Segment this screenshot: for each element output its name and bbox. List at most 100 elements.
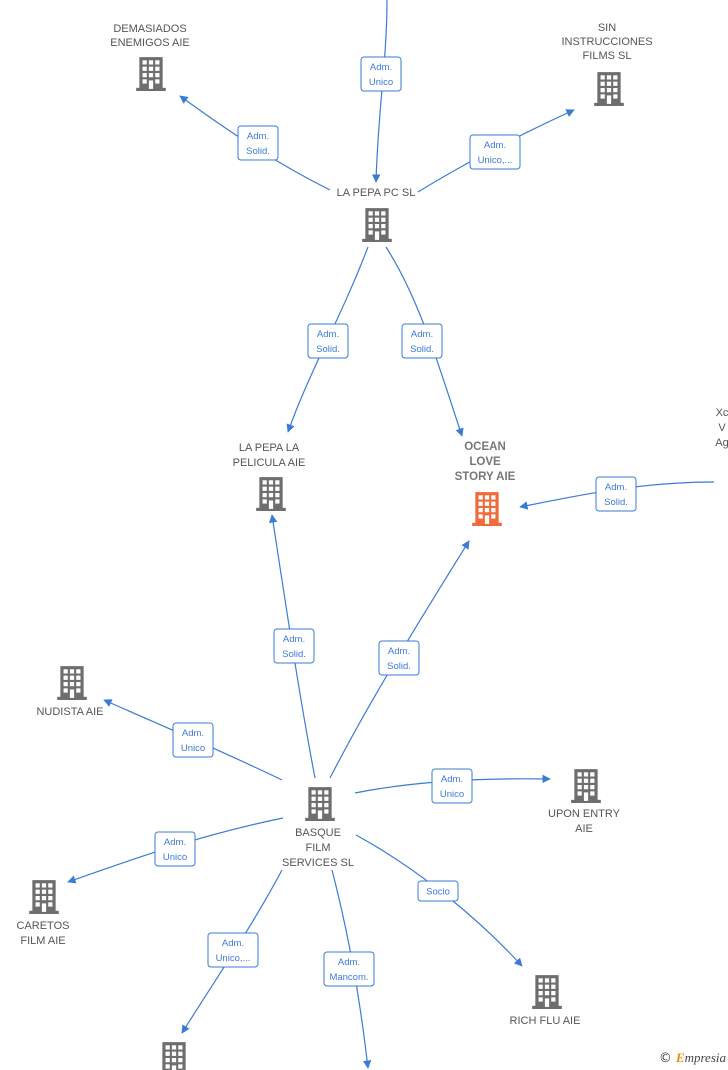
node-label: ENEMIGOS AIE — [110, 37, 189, 49]
building-icon — [159, 1042, 189, 1070]
node-label: FILMS SL — [583, 50, 632, 62]
node-label: LA PEPA LA — [239, 442, 300, 454]
building-icon — [136, 57, 166, 91]
edge-label-text: Unico — [440, 789, 464, 800]
node-ocean[interactable]: OCEAN LOVE STORY AIE — [455, 441, 516, 526]
node-label: FILM AIE — [20, 935, 65, 947]
edge-lapepapc-to-ocean: Adm. Solid. — [385, 246, 464, 437]
node-label: LA PEPA PC SL — [337, 187, 416, 199]
edge-label-text: Solid. — [282, 649, 306, 660]
edge-label-box[interactable] — [401, 323, 443, 359]
edge-label-text: Adm. — [370, 62, 392, 73]
building-icon — [571, 769, 601, 803]
brand-initial: E — [675, 1050, 685, 1065]
node-label: PELICULA AIE — [233, 457, 306, 469]
node-label: OCEAN — [464, 441, 506, 453]
edge-label-box[interactable] — [360, 56, 402, 92]
edge-label-text: Adm. — [411, 329, 433, 340]
edge-label-text: Solid. — [604, 497, 628, 508]
node-label: NUDISTA AIE — [36, 706, 103, 718]
edge-label-text: Solid. — [246, 146, 270, 157]
node-basque[interactable]: BASQUE FILM SERVICES SL — [282, 787, 354, 869]
edge-lapepapc-to-lapepapelicula: Adm. Solid. — [286, 246, 369, 433]
edge-label-text: Adm. — [317, 329, 339, 340]
edge-label-box[interactable] — [154, 831, 196, 867]
edge-label-text: Unico,... — [216, 953, 251, 964]
building-icon — [305, 787, 335, 821]
edge-label-box[interactable] — [431, 768, 473, 804]
edge-basque-to-bottom2: Adm. Mancom. — [323, 869, 375, 1069]
node-lapepapc[interactable]: LA PEPA PC SL — [337, 187, 416, 242]
edge-basque-to-richflu: Socio — [355, 834, 523, 967]
node-bottom[interactable] — [159, 1042, 189, 1070]
brand-watermark: ©Empresia — [659, 1050, 726, 1066]
edge-label-text: Mancom. — [329, 972, 368, 983]
edge-label-box[interactable] — [595, 476, 637, 512]
edge-label-text: Adm. — [484, 140, 506, 151]
node-label: Xc — [716, 407, 728, 419]
edge-label-text: Adm. — [164, 837, 186, 848]
edge-label-text: Solid. — [410, 344, 434, 355]
node-label: LOVE — [469, 456, 501, 468]
edge-label-box[interactable] — [172, 722, 214, 758]
edge-label-text: Unico — [163, 852, 187, 863]
node-upon[interactable]: UPON ENTRY AIE — [548, 769, 621, 835]
edge-basque-to-nudista: Adm. Unico — [103, 699, 283, 781]
node-label: AIE — [575, 823, 593, 835]
edge-label-text: Unico,... — [478, 155, 513, 166]
edge-label-text: Unico — [369, 77, 393, 88]
edge-basque-to-caretos: Adm. Unico — [67, 817, 284, 884]
edge-label-text: Adm. — [388, 646, 410, 657]
node-label: Ag — [715, 437, 728, 449]
node-caretos[interactable]: CARETOS FILM AIE — [17, 880, 70, 947]
building-icon — [594, 72, 624, 106]
node-label: BASQUE — [295, 827, 341, 839]
edge-label-text: Socio — [426, 887, 450, 898]
node-sin[interactable]: SIN INSTRUCCIONES FILMS SL — [561, 22, 653, 106]
building-icon — [29, 880, 59, 914]
edge-label-text: Adm. — [441, 774, 463, 785]
node-label: CARETOS — [17, 920, 70, 932]
building-icon — [57, 666, 87, 700]
edge-label-box[interactable] — [273, 628, 315, 664]
edge-label-text: Adm. — [338, 957, 360, 968]
node-demasiados[interactable]: DEMASIADOS ENEMIGOS AIE — [110, 23, 190, 91]
edge-label-box[interactable] — [417, 880, 459, 902]
edge-basque-to-lapepapelicula: Adm. Solid. — [268, 514, 316, 779]
edge-label-box[interactable] — [207, 932, 259, 968]
node-label: FILM — [305, 842, 330, 854]
node-nudista[interactable]: NUDISTA AIE — [36, 666, 104, 718]
edge-label-text: Adm. — [605, 482, 627, 493]
node-label: INSTRUCCIONES — [561, 36, 652, 48]
edge-label-box[interactable] — [237, 125, 279, 161]
edge-lapepapc-to-sin: Adm. Unico,... — [417, 109, 575, 193]
edge-label-text: Adm. — [182, 728, 204, 739]
edge-label-box[interactable] — [469, 134, 521, 170]
node-label: STORY AIE — [455, 471, 516, 483]
edge-basque-to-bottom: Adm. Unico,... — [181, 869, 283, 1034]
edge-label-box[interactable] — [307, 323, 349, 359]
edge-label-text: Unico — [181, 743, 205, 754]
edge-label-box[interactable] — [378, 640, 420, 676]
building-icon — [472, 492, 502, 526]
edge-label-text: Adm. — [222, 938, 244, 949]
edge-top-to-lapepapc: Adm. Unico — [360, 0, 402, 183]
edge-xc-to-ocean: Adm. Solid. — [519, 476, 715, 512]
building-icon — [532, 975, 562, 1009]
building-icon — [362, 208, 392, 242]
edge-label-text: Solid. — [387, 661, 411, 672]
node-label: SERVICES SL — [282, 857, 354, 869]
node-label: UPON ENTRY — [548, 808, 621, 820]
node-label: RICH FLU AIE — [510, 1015, 581, 1027]
edge-basque-to-upon: Adm. Unico — [354, 768, 551, 804]
edge-label-text: Adm. — [283, 634, 305, 645]
edge-lapepapc-to-demasiados: Adm.Solid. — [179, 95, 331, 191]
edge-label-box[interactable] — [323, 951, 375, 987]
node-lapepapelicula[interactable]: LA PEPA LA PELICULA AIE — [233, 442, 306, 511]
node-label: SIN — [598, 22, 616, 34]
node-label: DEMASIADOS — [113, 23, 186, 35]
node-richflu[interactable]: RICH FLU AIE — [510, 975, 581, 1027]
edge-label-text: Solid. — [316, 344, 340, 355]
